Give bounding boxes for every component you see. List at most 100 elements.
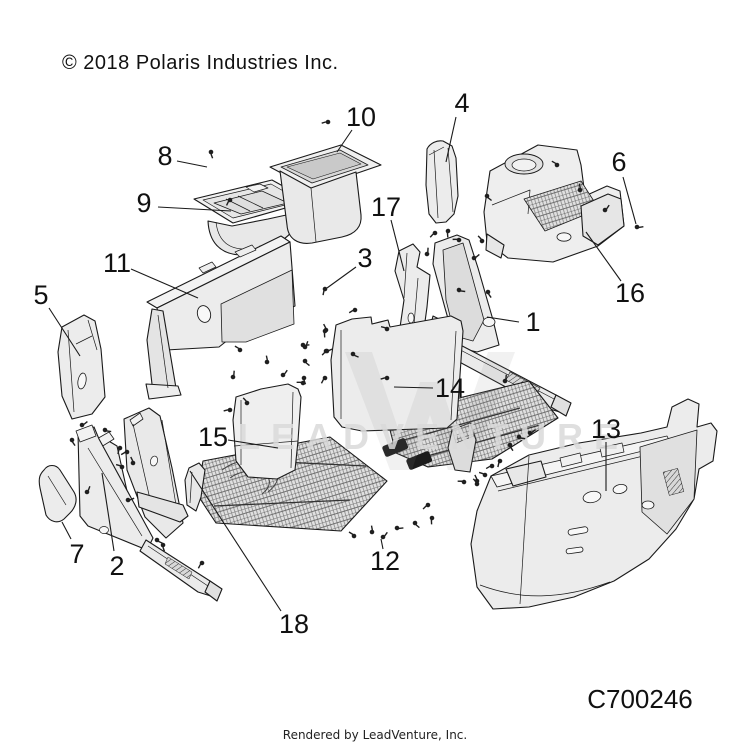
screw-icon [577, 183, 583, 193]
screw-icon [634, 224, 644, 230]
screw-icon [154, 537, 163, 544]
screw-icon [551, 160, 560, 168]
callout-leader-line-6 [622, 176, 637, 225]
screw-icon [242, 397, 250, 406]
callout-leader-line-2 [101, 472, 115, 552]
screw-icon [348, 531, 357, 539]
callout-number-9: 9 [136, 188, 151, 218]
part-9-storage-tray [193, 179, 311, 256]
leadventure-logo-mark [345, 352, 515, 470]
screw-icon [477, 235, 485, 244]
callout-leader-line-17 [390, 219, 405, 272]
part-15-console-closeoff [196, 383, 388, 532]
screw-icon [484, 193, 492, 202]
callout-number-5: 5 [33, 280, 48, 310]
screw-icon [300, 342, 310, 348]
screw-icon [102, 427, 112, 433]
copyright-text: © 2018 Polaris Industries Inc. [62, 52, 339, 74]
callout-number-11: 11 [103, 248, 131, 278]
screw-icon [348, 307, 358, 314]
callout-number-2: 2 [109, 551, 124, 581]
callout-leader-line-9 [157, 206, 232, 212]
screw-icon [452, 237, 462, 243]
callout-number-10: 10 [346, 102, 376, 132]
callout-number-1: 1 [525, 307, 540, 337]
part-5-pillar-closeoff [57, 314, 106, 420]
screw-icon [130, 456, 136, 466]
callout-number-7: 7 [69, 539, 84, 569]
screw-icon [429, 515, 435, 525]
screw-icon [120, 449, 130, 456]
callout-number-15: 15 [198, 422, 228, 452]
screw-icon [424, 247, 430, 257]
callout-leader-line-5 [48, 307, 81, 357]
screw-icon [79, 421, 88, 428]
part-18-closeoff-strip [184, 462, 206, 512]
screw-icon [302, 358, 310, 367]
screw-icon [69, 437, 76, 447]
screw-icon [502, 374, 508, 384]
screw-icon [474, 474, 480, 484]
part-13-rear-closeoff [470, 398, 718, 610]
callout-leader-line-7 [61, 521, 72, 540]
screw-icon [320, 375, 328, 384]
callout-number-8: 8 [157, 141, 172, 171]
screw-icon [457, 479, 467, 485]
part-2-pillar-closeoff [75, 407, 223, 602]
screw-icon [478, 471, 488, 478]
screw-icon [422, 502, 431, 510]
callout-leader-line-4 [445, 116, 457, 163]
screw-icon [394, 525, 404, 531]
screw-icon [230, 370, 236, 380]
screw-icon [380, 531, 388, 540]
screw-icon [160, 542, 166, 552]
callout-number-17: 17 [371, 192, 401, 222]
callout-leader-line-11 [130, 268, 199, 299]
screw-icon [350, 351, 359, 358]
callout-number-14: 14 [435, 373, 465, 403]
screw-icon [445, 228, 451, 238]
fasteners-layer [69, 119, 644, 569]
callout-number-13: 13 [591, 414, 621, 444]
screw-icon [507, 442, 514, 452]
screw-icon [264, 355, 270, 365]
callout-leader-line-16 [585, 231, 622, 282]
callout-leader-line-3 [326, 266, 357, 289]
leadventure-watermark: LEADVENTURE [238, 352, 618, 470]
part-14-center-closeoff [330, 315, 559, 470]
screw-icon [369, 525, 375, 535]
screw-icon [321, 119, 331, 125]
screw-icon [380, 375, 390, 381]
screw-icon [456, 287, 466, 293]
screw-icon [115, 463, 125, 470]
screw-icon [412, 520, 420, 529]
screw-icon [117, 445, 123, 455]
screw-icon [296, 380, 306, 386]
screw-icon [380, 325, 390, 332]
screw-icon [429, 230, 438, 238]
screw-icon [125, 497, 135, 503]
screw-icon [485, 289, 492, 298]
callout-number-3: 3 [357, 243, 372, 273]
screw-icon [322, 328, 328, 338]
screw-icon [527, 429, 536, 436]
screw-icon [322, 286, 328, 296]
screw-icon [497, 458, 503, 468]
callout-leader-line-8 [176, 160, 208, 168]
part-4-closeoff-panel [425, 140, 459, 224]
callout-number-6: 6 [611, 147, 626, 177]
part-16-footwell-closeoff [483, 144, 625, 263]
callout-leader-line-18 [189, 470, 282, 612]
callout-number-4: 4 [454, 88, 469, 118]
screw-icon [471, 253, 480, 261]
screw-icon [516, 434, 526, 440]
callout-leader-line-14 [393, 386, 434, 389]
screw-icon [208, 149, 214, 159]
screw-icon [280, 369, 288, 378]
screw-icon [234, 345, 243, 353]
screw-icon [197, 560, 205, 569]
rendered-by-text: Rendered by LeadVenture, Inc. [282, 728, 468, 742]
